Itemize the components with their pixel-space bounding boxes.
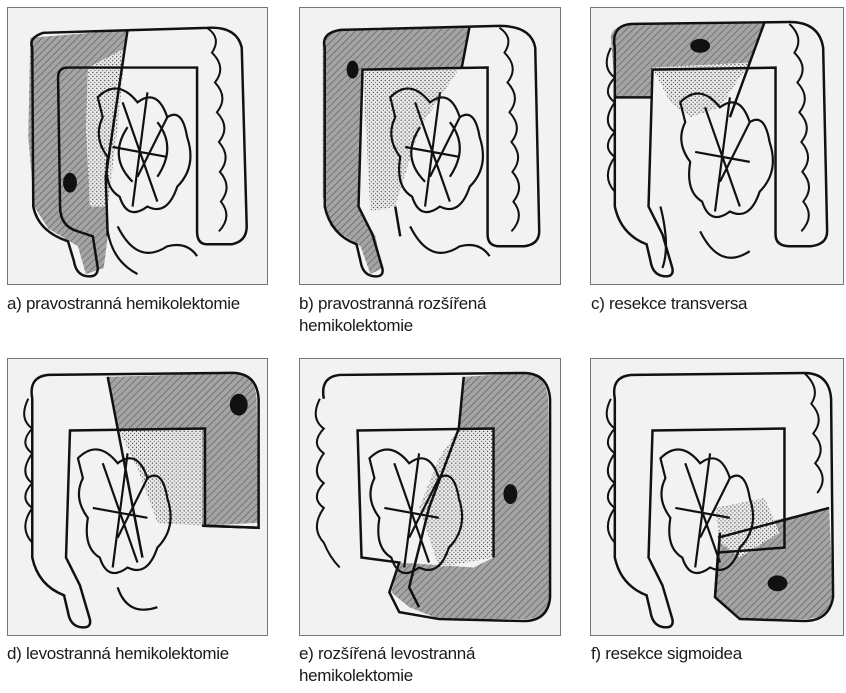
colon-diagram [8, 8, 267, 284]
panel-caption: f) resekce sigmoidea [591, 643, 841, 665]
panel-caption: a) pravostranná hemikolektomie [7, 293, 277, 315]
colon-diagram [8, 359, 267, 635]
mesentery-region [653, 63, 750, 118]
illustration-right-hemicolectomy [7, 7, 268, 285]
colon-diagram [300, 359, 560, 635]
panel-caption: b) pravostranná rozšířená hemikolektomie [299, 293, 569, 337]
tumor [768, 575, 788, 591]
illustration-sigmoid-resection [590, 358, 844, 636]
colon-diagram [591, 359, 843, 635]
colon-diagram [591, 8, 843, 284]
panel-caption: e) rozšířená levostranná hemikolektomie [299, 643, 569, 687]
panel-caption: c) resekce transversa [591, 293, 841, 315]
tumor [230, 394, 248, 416]
colon-diagram [300, 8, 560, 284]
mesentery-region [419, 429, 493, 568]
illustration-extended-right-hemicolectomy [299, 7, 561, 285]
tumor [690, 39, 710, 53]
tumor [63, 173, 77, 193]
illustration-extended-left-hemicolectomy [299, 358, 561, 636]
panel-caption: d) levostranná hemikolektomie [7, 643, 277, 665]
tumor [503, 484, 517, 504]
illustration-left-hemicolectomy [7, 358, 268, 636]
illustration-transverse-resection [590, 7, 844, 285]
tumor [347, 61, 359, 79]
